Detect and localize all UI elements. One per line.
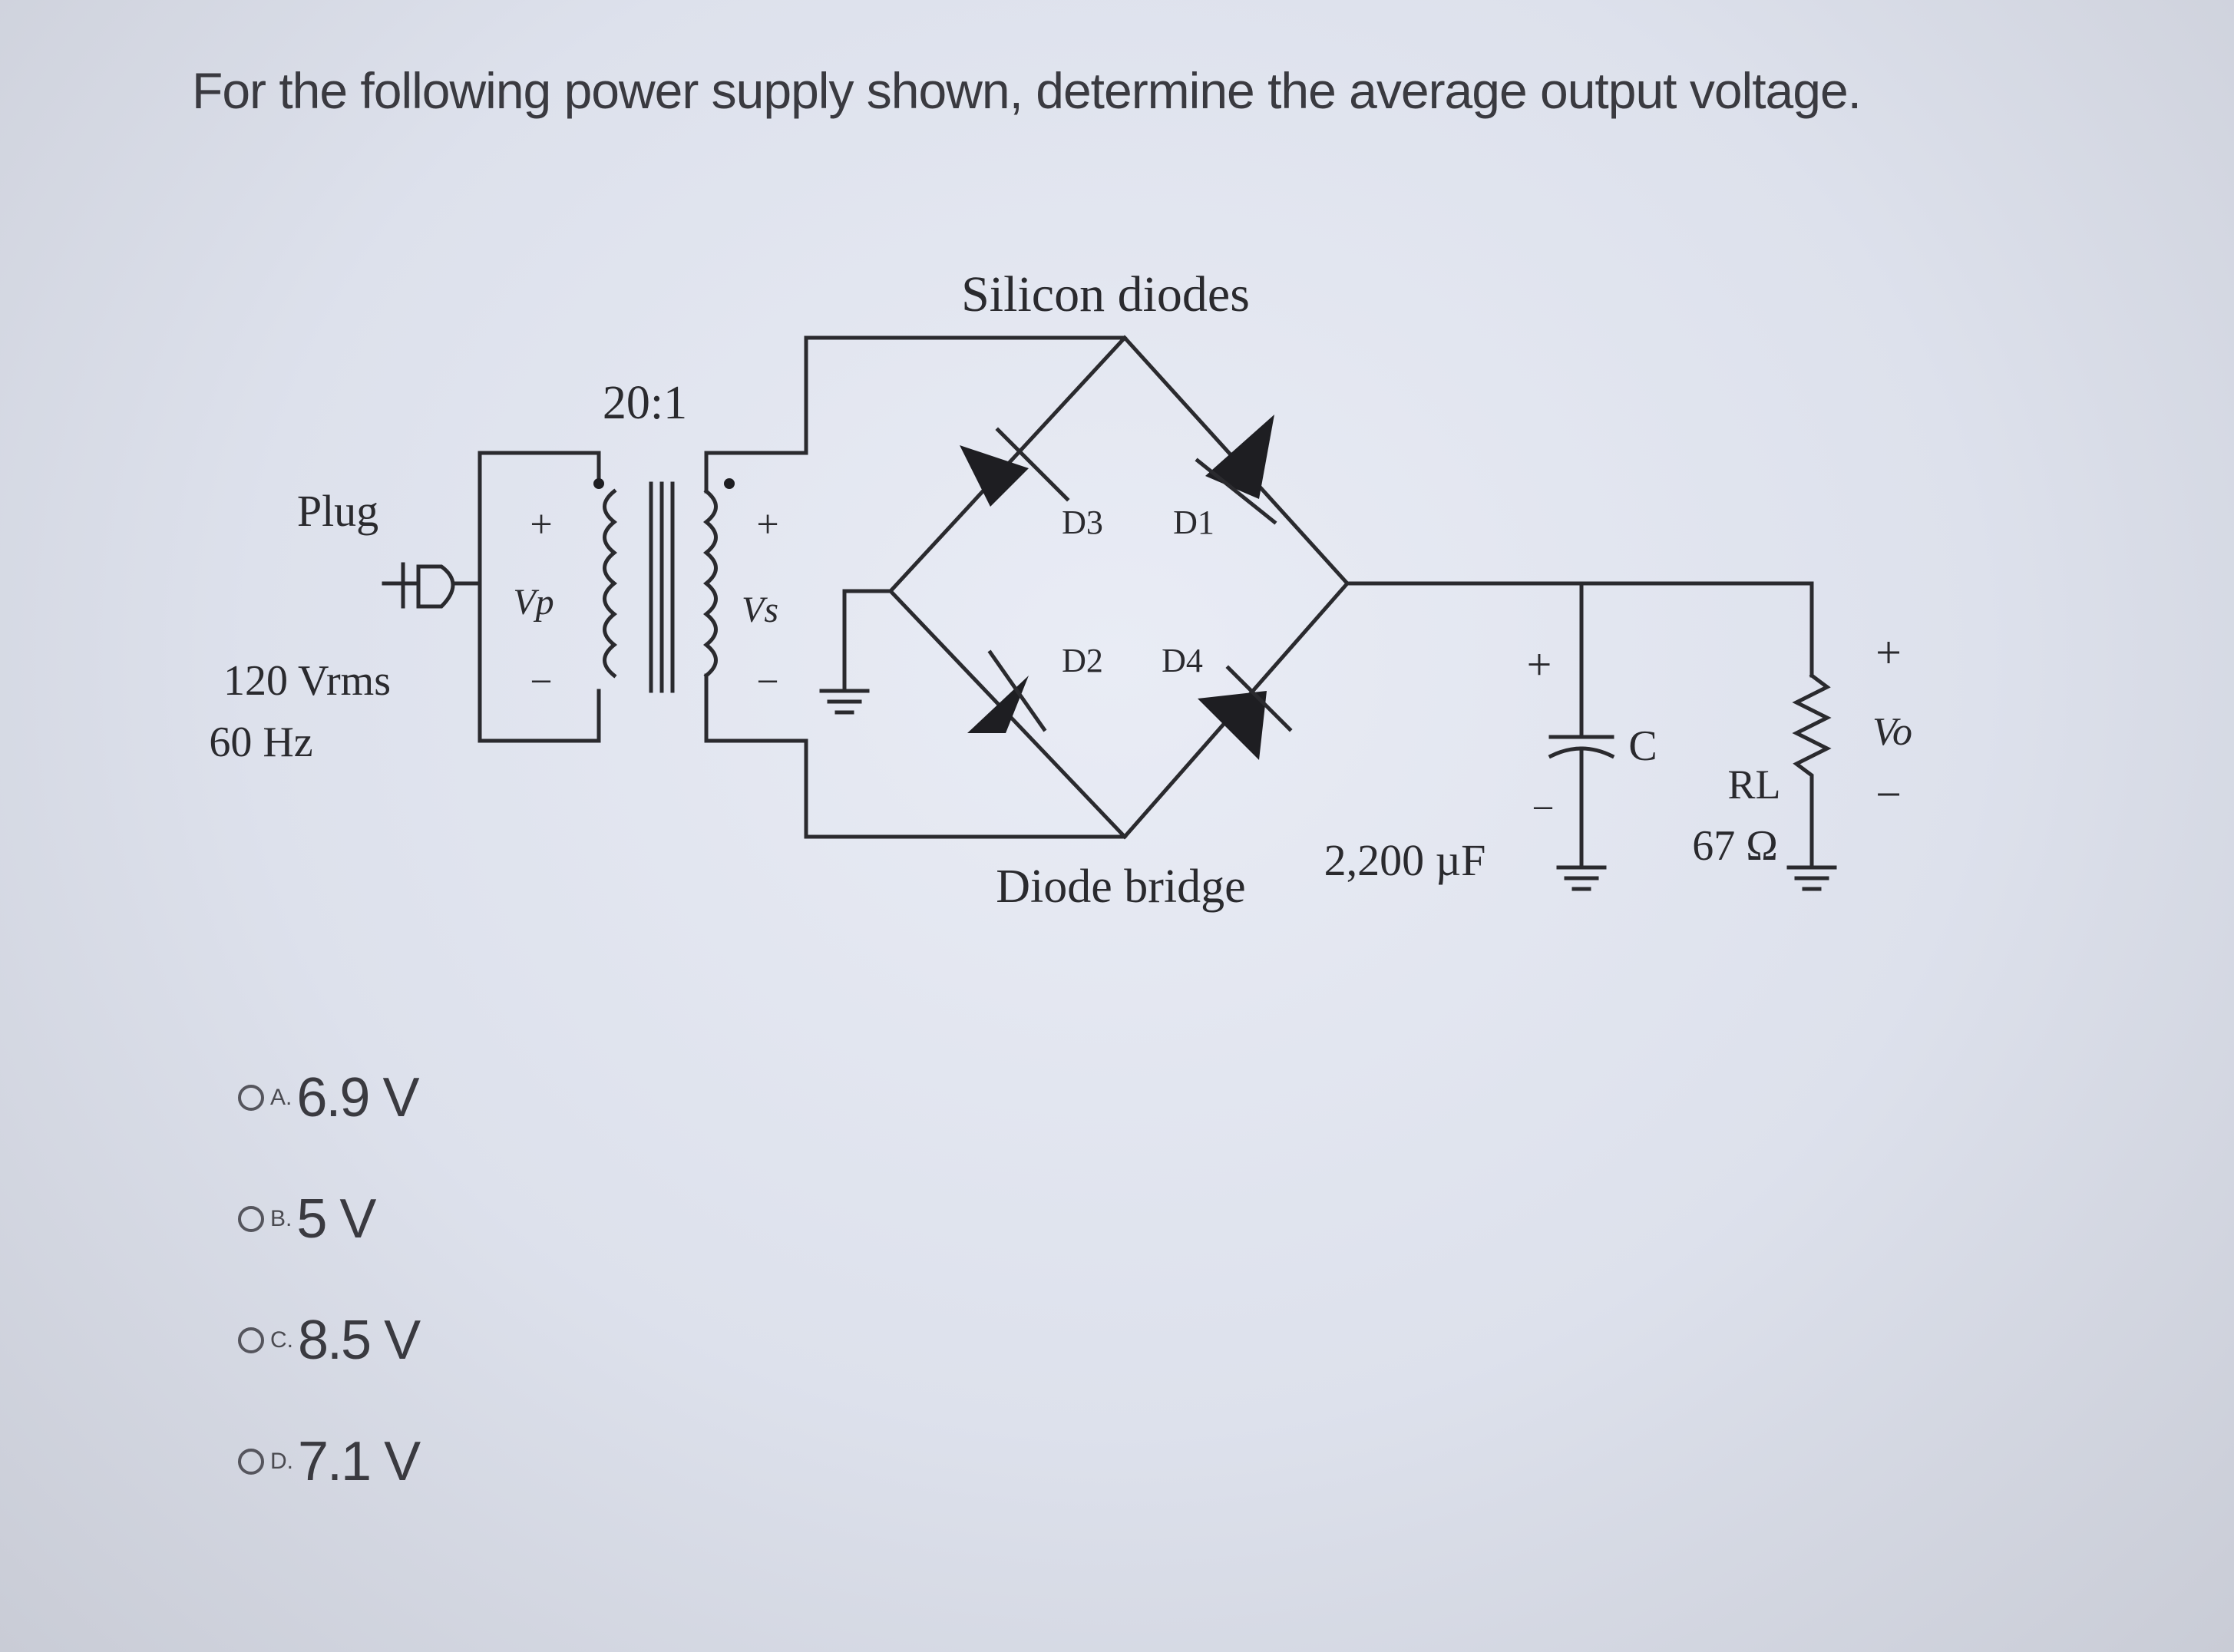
diode-d3 <box>960 427 1070 507</box>
primary-plus: + <box>530 503 552 547</box>
d1-label: D1 <box>1173 504 1214 541</box>
silicon-diodes-label: Silicon diodes <box>961 266 1250 322</box>
capacitor-plus: + <box>1527 639 1552 689</box>
secondary-plus: + <box>756 503 778 547</box>
option-c-text: 8.5 V <box>298 1310 421 1371</box>
load-value: 67 Ω <box>1692 822 1778 870</box>
option-c-letter: C. <box>270 1327 293 1353</box>
secondary-minus: − <box>756 660 778 704</box>
source-voltage-label: 120 Vrms <box>223 657 391 705</box>
diode-d4 <box>1198 665 1293 760</box>
radio-c[interactable] <box>238 1327 264 1353</box>
answer-options: A. 6.9 V B. 5 V C. 8.5 V D. 7.1 V <box>238 1067 421 1552</box>
output-voltage-label: Vo <box>1872 710 1912 754</box>
primary-voltage-label: Vp <box>513 582 554 623</box>
option-d-letter: D. <box>270 1449 293 1474</box>
plug-icon <box>382 562 478 609</box>
d2-label: D2 <box>1062 642 1103 679</box>
question-text: For the following power supply shown, de… <box>192 62 1862 119</box>
transformer-symbol <box>593 478 735 693</box>
primary-minus: − <box>530 660 552 704</box>
diode-d2 <box>967 649 1047 733</box>
resistor-symbol <box>1786 672 1837 891</box>
option-a[interactable]: A. 6.9 V <box>238 1067 419 1128</box>
turns-ratio-label: 20:1 <box>603 377 687 429</box>
option-b-text: 5 V <box>296 1188 376 1250</box>
radio-a[interactable] <box>238 1085 264 1111</box>
d4-label: D4 <box>1162 642 1203 679</box>
capacitor-minus: − <box>1532 787 1554 831</box>
diode-bridge-label: Diode bridge <box>996 861 1245 913</box>
output-minus: − <box>1875 769 1902 820</box>
plug-label: Plug <box>297 486 378 536</box>
ground-symbol <box>819 689 870 715</box>
capacitor-ground-symbol <box>1556 865 1607 891</box>
capacitor-name: C <box>1628 722 1657 770</box>
option-a-letter: A. <box>270 1085 292 1110</box>
load-name: RL <box>1727 762 1780 808</box>
option-b[interactable]: B. 5 V <box>238 1188 419 1250</box>
radio-b[interactable] <box>238 1206 264 1232</box>
circuit-diagram: Silicon diodes 20:1 Plug 120 Vrms 60 Hz … <box>209 266 1912 913</box>
option-a-text: 6.9 V <box>296 1067 419 1128</box>
diode-d1 <box>1195 415 1277 525</box>
option-c[interactable]: C. 8.5 V <box>238 1310 421 1371</box>
radio-d[interactable] <box>238 1449 264 1475</box>
option-d[interactable]: D. 7.1 V <box>238 1431 421 1492</box>
capacitor-value: 2,200 µF <box>1324 835 1486 885</box>
option-b-letter: B. <box>270 1206 292 1231</box>
secondary-voltage-label: Vs <box>742 590 778 630</box>
source-frequency-label: 60 Hz <box>209 719 312 766</box>
output-plus: + <box>1875 627 1902 678</box>
d3-label: D3 <box>1062 504 1103 541</box>
option-d-text: 7.1 V <box>298 1431 421 1492</box>
